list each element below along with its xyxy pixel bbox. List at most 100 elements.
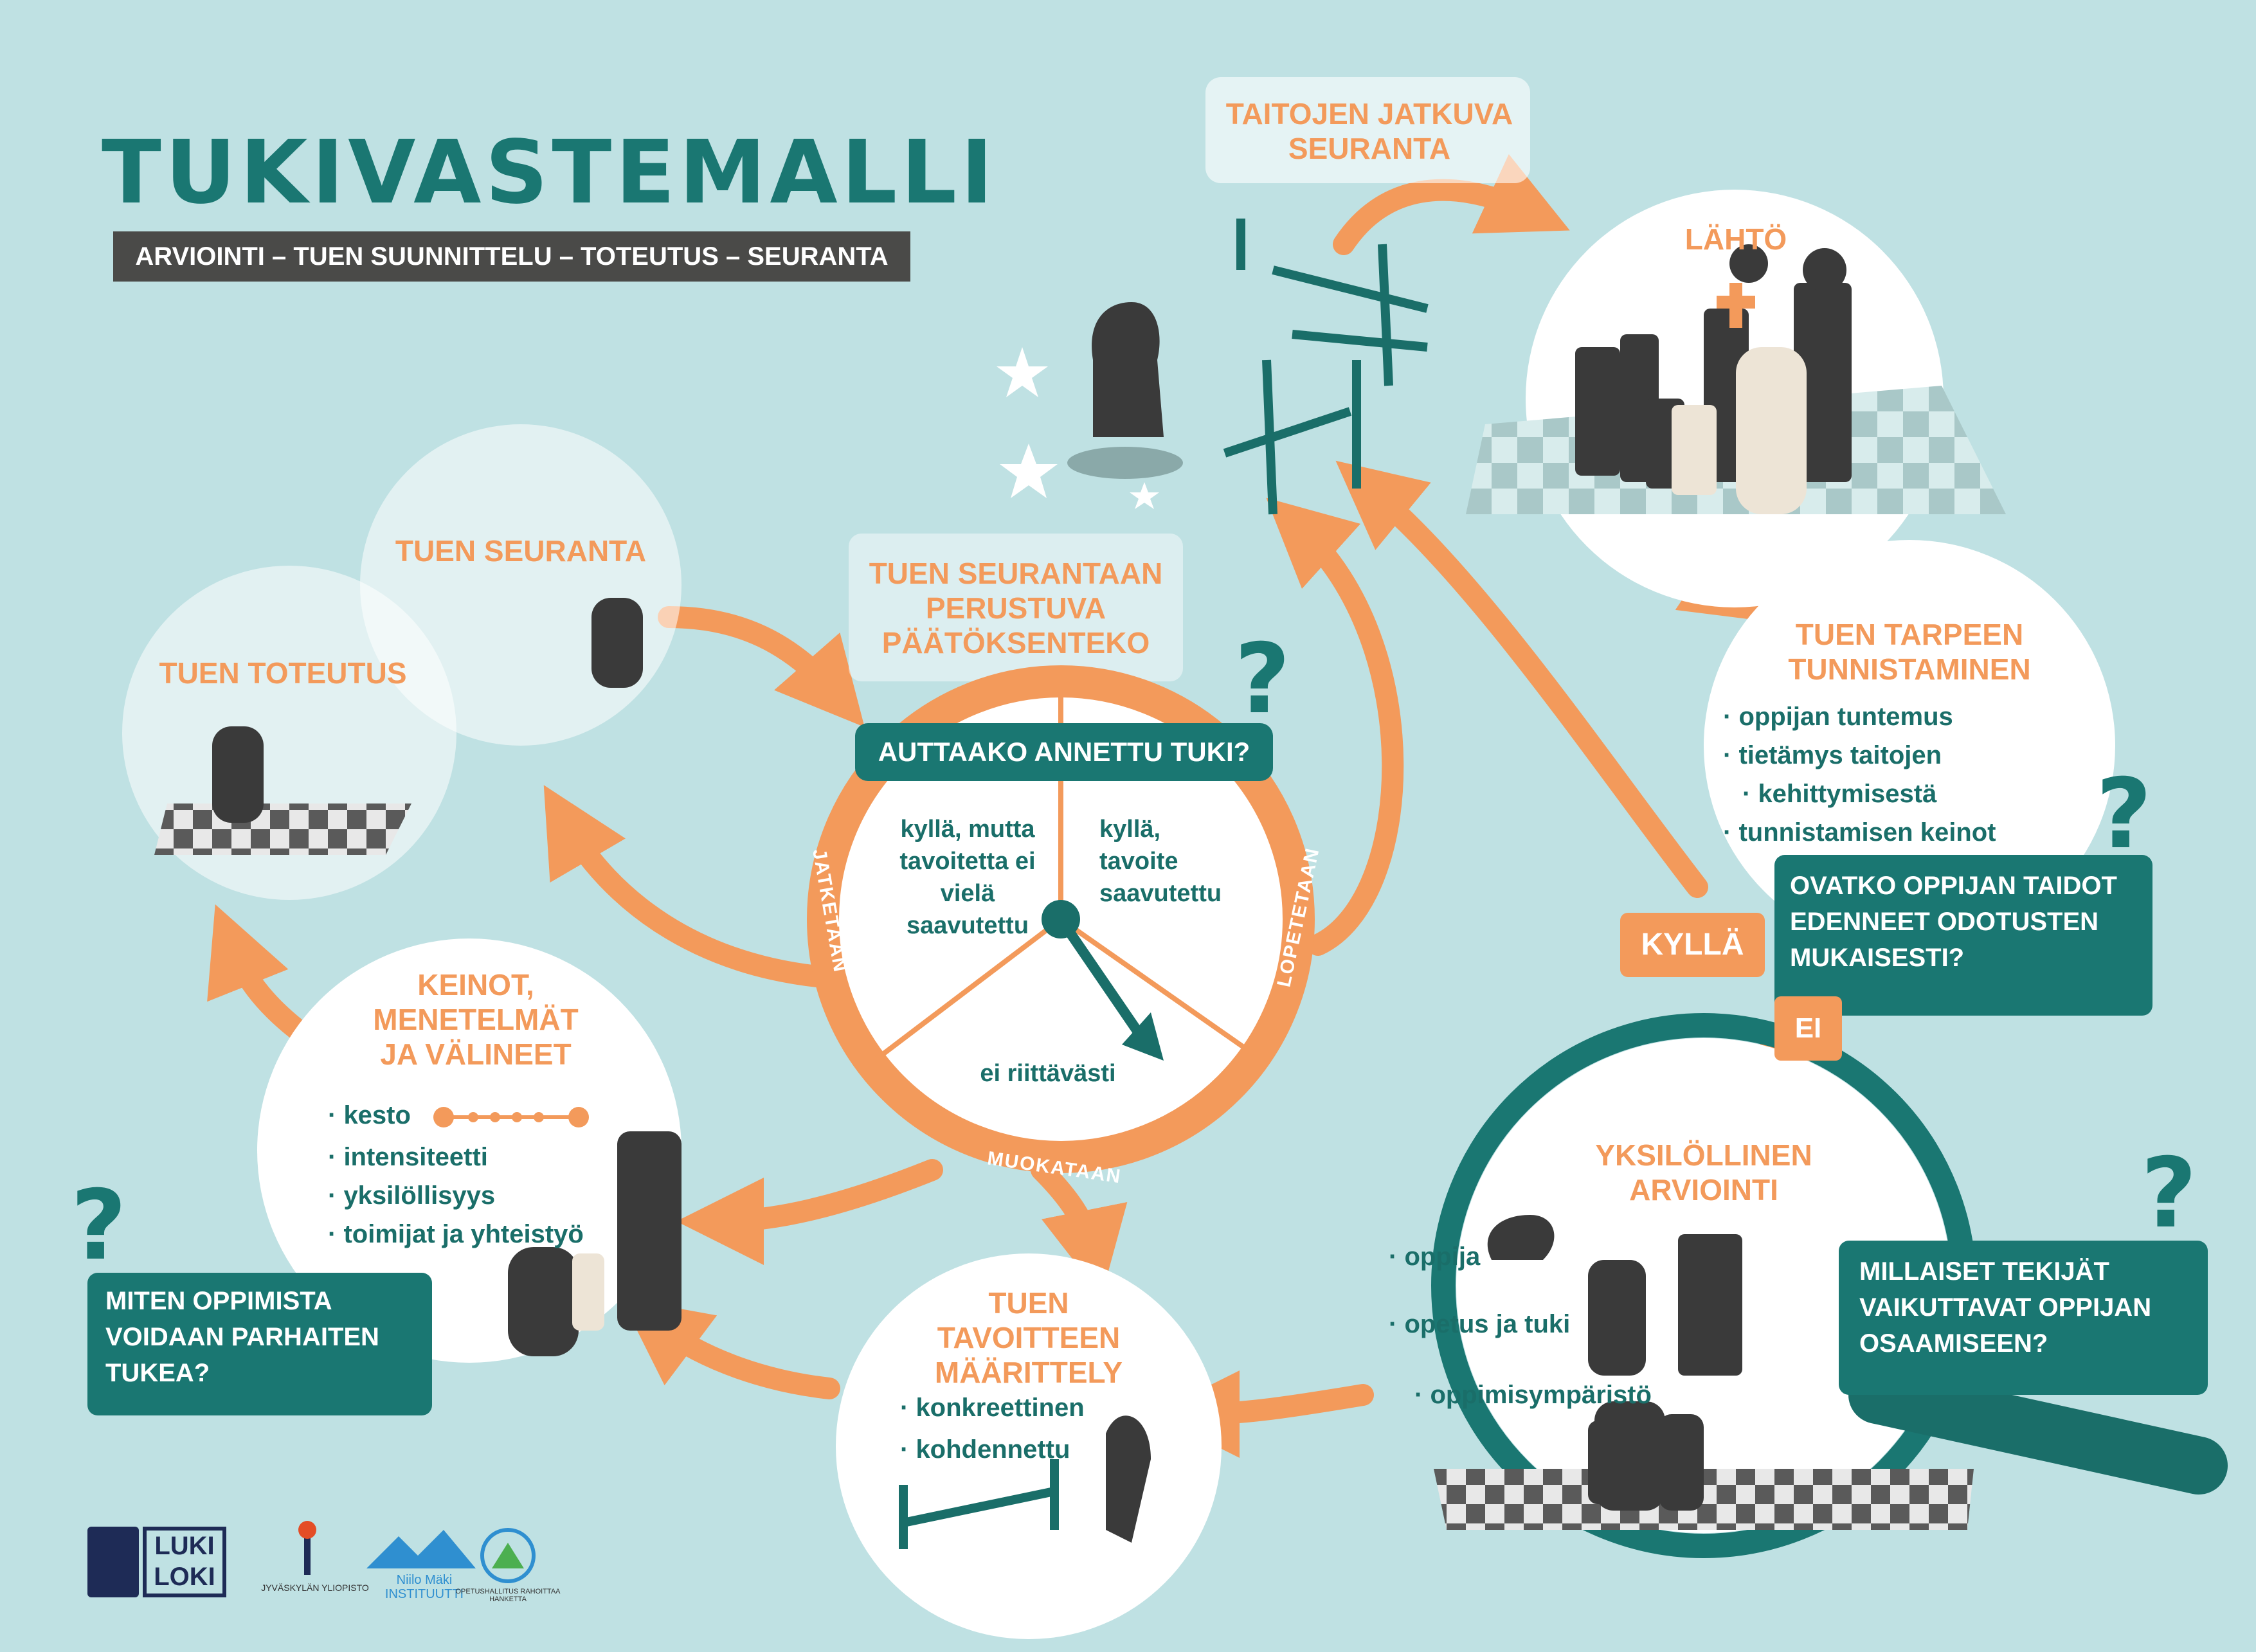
magnifier-handle [1848, 1366, 2228, 1495]
lukiloki-text-1: LUKI [154, 1532, 215, 1560]
list-item: kehittymisestä [1723, 775, 2057, 813]
monitoring-label-line1: TAITOJEN JATKUVA [1225, 97, 1513, 130]
list-item: · oppimisympäristö [1414, 1381, 1652, 1409]
chess-pawn-icon [572, 1253, 604, 1331]
needs-label-line1: TUEN TARPEEN [1795, 618, 2024, 651]
list-item: · opetus ja tuki [1389, 1310, 1571, 1338]
methods-item-label: toimijat ja yhteistyö [343, 1220, 584, 1248]
methods-label-line3: JA VÄLINEET [380, 1037, 572, 1071]
chess-king-icon [1717, 283, 1755, 328]
goal-item-label: kohdennettu [916, 1435, 1070, 1464]
hurdles [899, 219, 1429, 1549]
wheel-segment-left-line2: tavoitetta ei [899, 848, 1036, 875]
question-factors-line2: VAIKUTTAVAT OPPIJAN [1859, 1293, 2152, 1322]
question-factors-box: MILLAISET TEKIJÄT VAIKUTTAVAT OPPIJAN OS… [1839, 1241, 2208, 1395]
question-progress-line1: OVATKO OPPIJAN TAIDOT [1790, 872, 2117, 900]
list-item: oppijan tuntemus [1723, 697, 2057, 736]
list-item: · oppija [1389, 1243, 1481, 1271]
question-support-line3: TUKEA? [105, 1359, 210, 1387]
chess-queen-icon [1794, 283, 1852, 482]
individual-chess-pieces [1487, 1215, 1742, 1511]
needs-list: oppijan tuntemus tietämys taitojen kehit… [1723, 697, 2057, 852]
individual-item-label: oppija [1404, 1243, 1481, 1271]
wheel-segment-right-line1: kyllä, [1099, 816, 1161, 843]
chess-knight-icon [1594, 1401, 1665, 1511]
oph-logo-text: OPETUSHALLITUS RAHOITTAA HANKETTA [455, 1588, 561, 1603]
individual-chessboard [1434, 1469, 1974, 1530]
methods-label: KEINOT, MENETELMÄT JA VÄLINEET [347, 967, 604, 1072]
star-icon [1130, 482, 1159, 509]
page-subtitle: ARVIOINTI – TUEN SUUNNITTELU – TOTEUTUS … [113, 231, 910, 282]
jyu-flame-icon [298, 1521, 316, 1539]
lukiloki-logo: LUKI LOKI [143, 1527, 226, 1597]
monitoring-bubble [1205, 77, 1530, 183]
goal-label: TUEN TAVOITTEEN MÄÄRITTELY [887, 1286, 1170, 1390]
stars [997, 347, 1159, 509]
question-support-line2: VOIDAAN PARHAITEN [105, 1323, 379, 1351]
question-support-box: MITEN OPPIMISTA VOIDAAN PARHAITEN TUKEA? [87, 1273, 432, 1415]
lukiloki-logo-icon [87, 1527, 139, 1597]
hurdle-icon [899, 1459, 1059, 1549]
star-icon [1000, 444, 1058, 498]
question-progress-line2: EDENNEET ODOTUSTEN [1790, 908, 2099, 936]
monitoring-label-line2: SEURANTA [1288, 132, 1451, 165]
question-support-line1: MITEN OPPIMISTA [105, 1287, 332, 1315]
chess-knight-icon [212, 726, 264, 823]
wheel-segment-right-line2: tavoite [1099, 848, 1178, 875]
chess-knight-icon [1106, 1415, 1151, 1543]
individual-label-line1: YKSILÖLLINEN [1595, 1138, 1812, 1172]
decision-bubble [849, 534, 1183, 681]
niilo-logo-text: Niilo Mäki INSTITUUTTI [360, 1573, 489, 1601]
methods-label-line2: MENETELMÄT [373, 1003, 579, 1036]
individual-item-label: oppimisympäristö [1430, 1381, 1652, 1409]
chess-pawn-icon [1659, 1414, 1704, 1511]
chess-knight-icon [1736, 347, 1807, 514]
monitoring-label: TAITOJEN JATKUVA SEURANTA [1209, 96, 1530, 166]
question-factors-line3: OSAAMISEEN? [1859, 1329, 2048, 1358]
arrow-yes-to-hurdles [1335, 460, 1708, 898]
implementation-chessboard [154, 804, 411, 855]
wheel-needle-tip [1122, 1012, 1164, 1061]
oph-mountain-icon [492, 1543, 524, 1568]
arrow-followup-to-decision [658, 606, 865, 728]
goal-label-line2: TAVOITTEEN [937, 1321, 1121, 1354]
duration-dots [433, 1107, 589, 1127]
individual-item-label: opetus ja tuki [1404, 1310, 1571, 1338]
chess-pawn-icon [1672, 405, 1717, 495]
list-item: · konkreettinen [900, 1394, 1085, 1422]
individual-label: YKSILÖLLINEN ARVIOINTI [1549, 1138, 1858, 1207]
misc-chess-pieces [212, 302, 1183, 1543]
individual-label-line2: ARVIOINTI [1629, 1173, 1778, 1207]
question-progress-line3: MUKAISESTI? [1790, 944, 1965, 972]
wheel-segment-right: kyllä, tavoite saavutettu [1099, 813, 1254, 910]
wheel-segment-bottom: ei riittävästi [980, 1060, 1116, 1087]
chess-rook-icon [1678, 1234, 1742, 1376]
question-mark-icon: ? [2096, 759, 2152, 870]
list-item: tunnistamisen keinot [1723, 813, 2057, 852]
needs-label: TUEN TARPEEN TUNNISTAMINEN [1723, 617, 2096, 687]
arrow-modify-to-methods [676, 1159, 943, 1265]
chess-knight-icon [1588, 1260, 1646, 1376]
no-label: EI [1774, 996, 1842, 1061]
arrow-methods-to-implementation [207, 904, 307, 1039]
question-mark-icon: ? [1234, 624, 1291, 735]
decision-label-line2: PERUSTUVA [925, 591, 1106, 625]
methods-item-label: yksilöllisyys [343, 1181, 496, 1210]
decision-label-line1: TUEN SEURANTAAN [869, 557, 1163, 590]
chess-knight-icon [1487, 1215, 1555, 1260]
oph-logo-icon [480, 1528, 536, 1583]
list-item: · toimijat ja yhteistyö [328, 1220, 584, 1248]
lukiloki-text-2: LOKI [154, 1563, 215, 1591]
needs-label-line2: TUNNISTAMINEN [1788, 652, 2031, 686]
chess-knight-icon [1092, 302, 1164, 437]
arrow-monitoring-to-start [1333, 154, 1570, 255]
arrow-stop [1266, 498, 1404, 956]
wheel-segment-left: kyllä, mutta tavoitetta ei vielä saavute… [881, 813, 1054, 942]
goal-item-label: konkreettinen [916, 1394, 1085, 1422]
wheel-hub [1042, 900, 1080, 938]
goal-label-line1: TUEN [988, 1286, 1069, 1320]
chess-rook-icon [1575, 347, 1620, 476]
methods-item-label: kesto [343, 1101, 411, 1129]
question-progress-box: OVATKO OPPIJAN TAIDOT EDENNEET ODOTUSTEN… [1774, 855, 2152, 1016]
chess-queen-icon [1803, 248, 1846, 292]
